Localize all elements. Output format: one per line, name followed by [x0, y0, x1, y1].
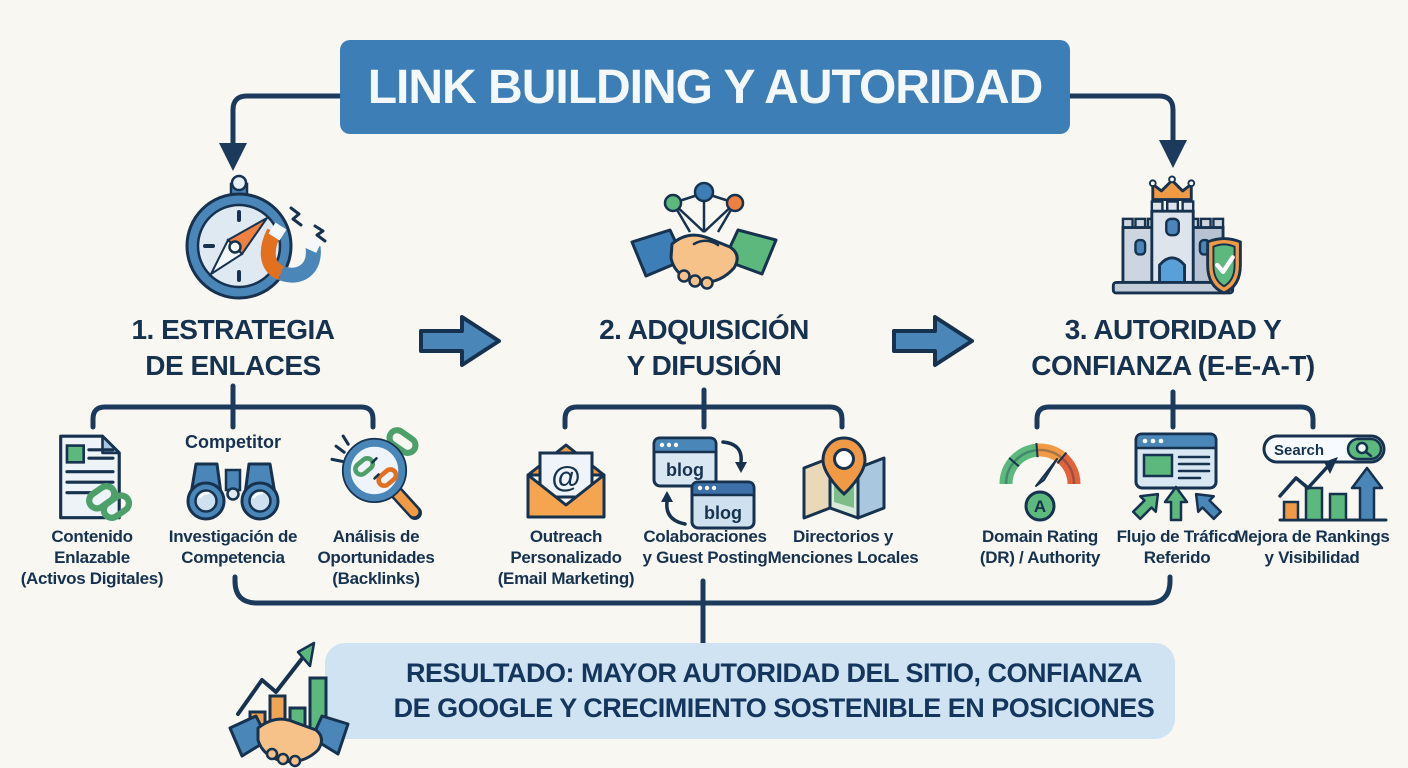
search-rankings-icon: Search	[1262, 434, 1388, 522]
title-text: LINK BUILDING Y AUTORIDAD	[367, 60, 1044, 114]
blog-window-2-label: blog	[704, 503, 742, 523]
handshake-network-icon	[630, 181, 778, 290]
flow-arrow-1-2	[419, 315, 501, 367]
subitem-label-mejora-rankings: Mejora de Rankings y Visibilidad	[1234, 527, 1390, 568]
result-text: RESULTADO: MAYOR AUTORIDAD DEL SITIO, CO…	[393, 657, 1155, 723]
flow-arrow-2-3	[892, 315, 974, 367]
stopwatch-magnet-icon	[185, 174, 327, 300]
handshake-growth-icon	[228, 641, 350, 768]
browser-traffic-icon	[1131, 432, 1223, 522]
magnifier-links-icon	[330, 427, 422, 520]
blog-window-1-label: blog	[666, 460, 704, 480]
column-1-heading: 1. ESTRATEGIA DE ENLACES	[131, 314, 335, 381]
subitem-label-flujo-trafico: Flujo de Tráfico Referido	[1116, 527, 1238, 568]
title-banner: LINK BUILDING Y AUTORIDAD	[340, 40, 1070, 134]
subitem-label-directorios-menciones: Directorios y Menciones Locales	[767, 527, 919, 568]
gauge-letter: A	[1034, 497, 1046, 516]
column-3-heading: 3. AUTORIDAD Y CONFIANZA (E-E-A-T)	[1031, 314, 1315, 381]
email-outreach-icon: @	[526, 443, 606, 519]
document-link-icon	[59, 434, 133, 521]
subitem-label-investigacion-competencia: Investigación de Competencia	[168, 527, 298, 568]
castle-shield-icon	[1111, 175, 1242, 295]
map-pin-icon	[802, 436, 886, 520]
elbow-arrow-right	[1065, 93, 1176, 145]
competitor-pre-label: Competitor	[185, 432, 281, 452]
column-1-bracket	[90, 404, 376, 430]
search-bar-label: Search	[1274, 442, 1324, 459]
subitem-label-colaboraciones-guest-posting: Colaboraciones y Guest Posting	[642, 527, 768, 568]
elbow-arrow-left	[230, 93, 344, 148]
down-arrowhead-left	[219, 143, 247, 171]
down-arrowhead-right	[1159, 140, 1187, 168]
blog-exchange-icon: blog blog	[652, 436, 756, 530]
subitem-label-contenido-enlazable: Contenido Enlazable (Activos Digitales)	[20, 527, 164, 589]
subitem-label-domain-rating: Domain Rating (DR) / Authority	[979, 527, 1101, 568]
column-3-bracket	[1034, 404, 1316, 430]
result-banner: RESULTADO: MAYOR AUTORIDAD DEL SITIO, CO…	[325, 643, 1175, 739]
column-2-bracket	[562, 404, 845, 430]
gauge-domain-rating-icon: A	[999, 443, 1081, 522]
subitem-label-analisis-oportunidades: Análisis de Oportunidades (Backlinks)	[317, 527, 435, 589]
subitem-label-outreach-personalizado: Outreach Personalizado (Email Marketing)	[497, 527, 635, 589]
column-2-heading: 2. ADQUISICIÓN Y DIFUSIÓN	[599, 314, 809, 381]
binoculars-icon	[186, 462, 280, 521]
at-sign-glyph: @	[551, 461, 580, 494]
